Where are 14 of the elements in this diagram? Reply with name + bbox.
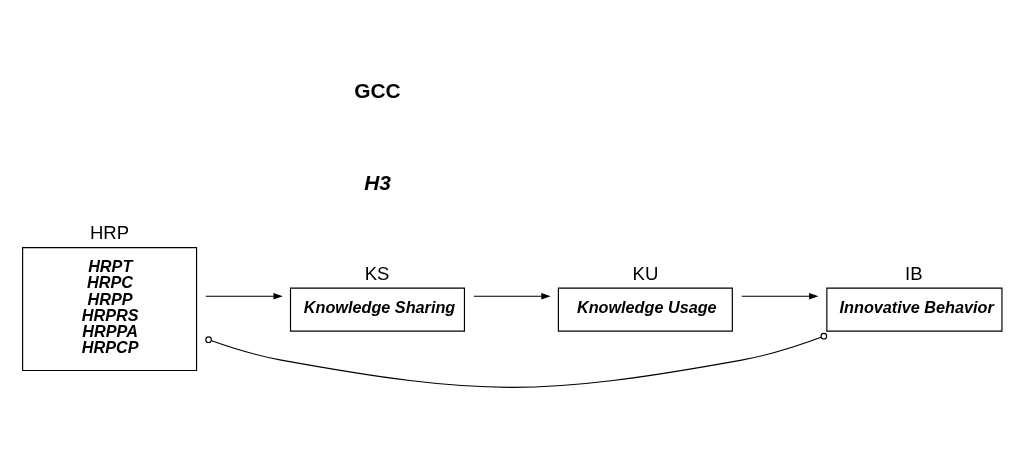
arrow (741, 293, 819, 300)
node-label: KS (364, 262, 390, 284)
connector (205, 332, 828, 388)
label: H3 (364, 171, 391, 195)
node-box: HRPT HRPC HRPP HRPRS HRPPA HRPCP (22, 247, 198, 372)
node-label: HRP (89, 222, 130, 244)
label: GCC (354, 79, 401, 103)
node-box: Innovative Behavior (826, 287, 1003, 332)
node-label: IB (905, 262, 923, 284)
node-box: Knowledge Usage (557, 287, 733, 332)
node-box: Knowledge Sharing (289, 287, 466, 332)
node-label: KU (632, 262, 659, 284)
arrow (205, 293, 283, 300)
arrow (473, 293, 551, 300)
